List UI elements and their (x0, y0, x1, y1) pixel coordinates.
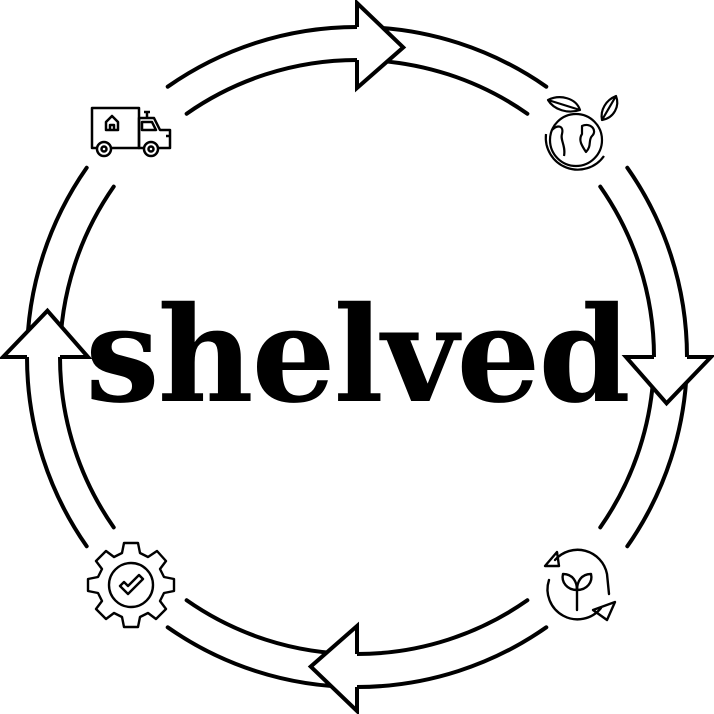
arrowhead-2 (307, 621, 359, 714)
arrowhead-fill-3 (3, 310, 88, 357)
arrowhead-1 (621, 355, 714, 407)
arrowhead-0 (355, 0, 407, 93)
arrowhead-fill-1 (626, 357, 711, 404)
gear-check-icon (86, 541, 176, 629)
eco-globe-leaves-icon (544, 94, 619, 171)
recycle-sprout-icon (543, 548, 617, 622)
arrowhead-3 (0, 307, 93, 359)
arrowhead-fill-2 (310, 626, 357, 711)
arrowhead-fill-0 (357, 3, 404, 88)
brand-wordmark: shelved (85, 278, 630, 433)
delivery-truck-icon (90, 106, 172, 158)
